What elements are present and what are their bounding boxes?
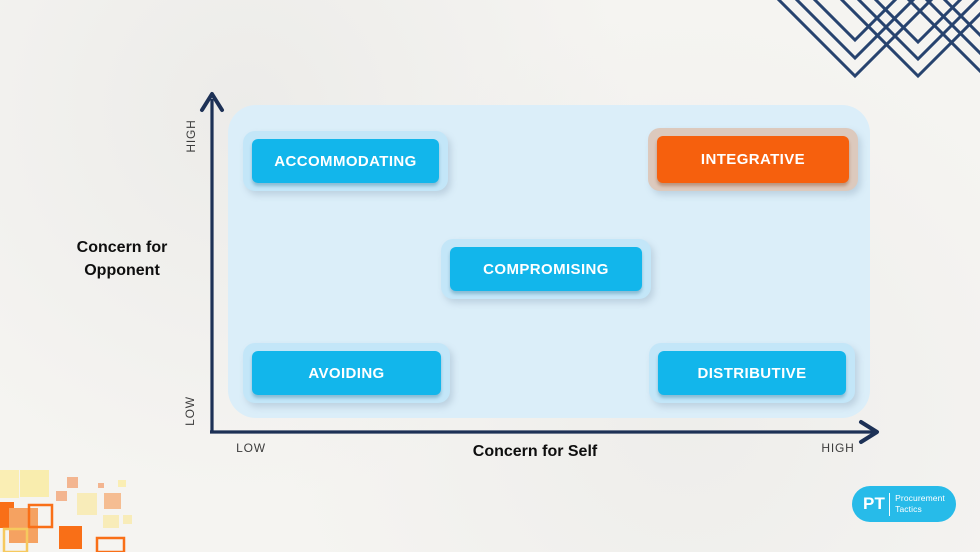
matrix-box-accommodating-label: ACCOMMODATING: [252, 139, 439, 183]
matrix-box-accommodating: ACCOMMODATING: [243, 131, 448, 191]
y-axis-title-line1: Concern for: [76, 238, 168, 256]
matrix-box-distributive-label: DISTRIBUTIVE: [658, 351, 846, 395]
diamond-pattern-decoration: [776, 0, 980, 79]
confetti-squares-decoration: [0, 470, 132, 552]
matrix-box-distributive: DISTRIBUTIVE: [649, 343, 855, 403]
matrix-box-integrative-label: INTEGRATIVE: [657, 136, 849, 183]
matrix-box-avoiding: AVOIDING: [243, 343, 450, 403]
y-axis-high-label: HIGH: [184, 119, 198, 153]
matrix-box-avoiding-label: AVOIDING: [252, 351, 441, 395]
y-axis-low-label: LOW: [183, 396, 197, 426]
x-axis-title: Concern for Self: [472, 443, 598, 460]
matrix-box-integrative: INTEGRATIVE: [648, 128, 858, 191]
matrix-box-compromising-label: COMPROMISING: [450, 247, 642, 291]
logo-divider: [889, 492, 891, 516]
logo-name-line1: Procurement: [895, 493, 945, 504]
logo-name-line2: Tactics: [895, 504, 922, 514]
procurement-tactics-logo: PT Procurement Tactics: [852, 486, 956, 522]
x-axis-low-label: LOW: [236, 441, 266, 455]
logo-name: Procurement Tactics: [895, 493, 945, 514]
matrix-box-compromising: COMPROMISING: [441, 239, 651, 299]
y-axis-title: Concern for Opponent: [77, 236, 168, 282]
y-axis-title-line2: Opponent: [84, 262, 160, 279]
logo-initials: PT: [863, 494, 886, 513]
x-axis-high-label: HIGH: [821, 441, 855, 455]
